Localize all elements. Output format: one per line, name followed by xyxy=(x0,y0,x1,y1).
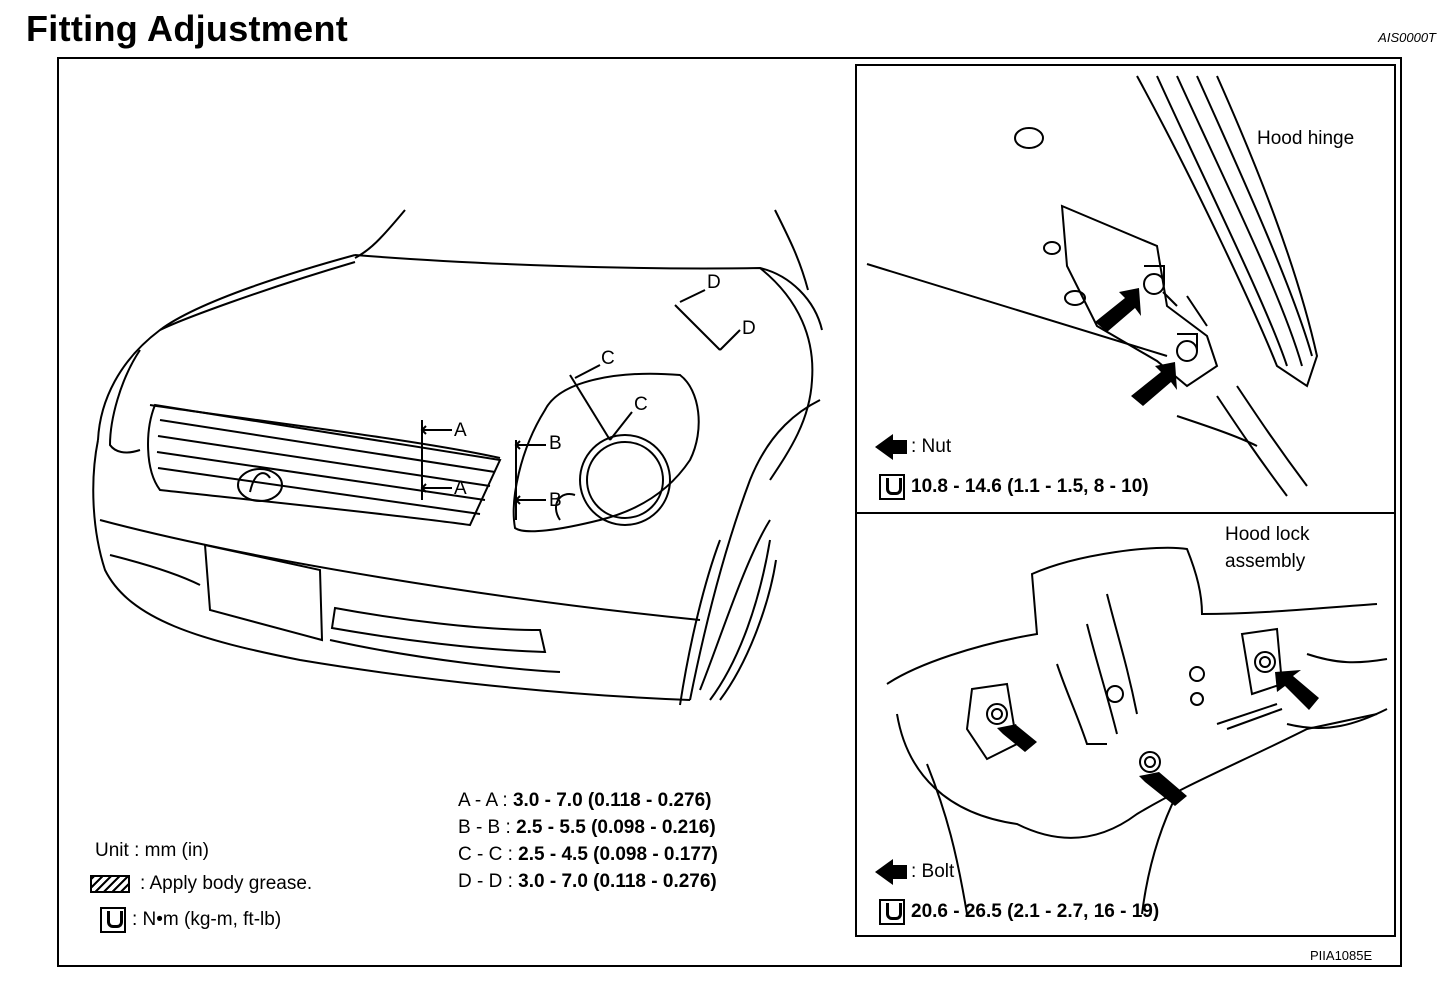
torque-wrench-icon xyxy=(100,907,126,933)
nut-arrow-upper xyxy=(1095,288,1177,406)
callout-c-upper: C xyxy=(601,348,615,369)
spec-row-a: A - A : 3.0 - 7.0 (0.118 - 0.276) xyxy=(458,790,712,811)
torque-wrench-icon xyxy=(879,899,905,925)
lock-torque: 20.6 - 26.5 (2.1 - 2.7, 16 - 19) xyxy=(879,899,1159,925)
callout-b-lower: B xyxy=(549,490,562,511)
callout-d-upper: D xyxy=(707,272,721,293)
hood-hinge-panel: Hood hinge : Nut 10.8 - 14.6 (1.1 - 1.5,… xyxy=(855,64,1396,514)
spec-row-d: D - D : 3.0 - 7.0 (0.118 - 0.276) xyxy=(458,871,717,892)
spec-row-c: C - C : 2.5 - 4.5 (0.098 - 0.177) xyxy=(458,844,718,865)
bolt-arrows xyxy=(997,670,1319,806)
bolt-legend: : Bolt xyxy=(875,859,954,885)
car-front-illustration xyxy=(92,209,823,706)
grease-legend: : Apply body grease. xyxy=(90,873,312,895)
figure-frame xyxy=(57,57,1402,967)
callout-d-lower: D xyxy=(742,318,756,339)
callout-a-lower: A xyxy=(454,478,467,499)
arrow-left-icon xyxy=(875,434,893,460)
torque-unit-legend: : N•m (kg-m, ft-lb) xyxy=(100,907,281,933)
page-title: Fitting Adjustment xyxy=(26,8,349,49)
figure-code: PIIA1085E xyxy=(1310,948,1373,963)
callout-b-upper: B xyxy=(549,433,562,454)
torque-wrench-icon xyxy=(879,474,905,500)
hinge-torque: 10.8 - 14.6 (1.1 - 1.5, 8 - 10) xyxy=(879,474,1149,500)
hood-hinge-illustration xyxy=(866,75,1319,497)
hood-lock-panel: Hood lock assembly : Bolt 20.6 - 26.5 (2… xyxy=(855,512,1396,937)
arrow-left-icon xyxy=(875,859,893,885)
hood-hinge-label: Hood hinge xyxy=(1257,128,1355,149)
section-ref-code: AIS0000T xyxy=(1378,30,1436,45)
callout-c-lower: C xyxy=(634,394,648,415)
unit-legend: Unit : mm (in) xyxy=(95,840,209,861)
hood-lock-label-line1: Hood lock xyxy=(1225,524,1310,545)
spec-row-b: B - B : 2.5 - 5.5 (0.098 - 0.216) xyxy=(458,817,716,838)
callout-a-upper: A xyxy=(454,420,467,441)
grease-icon xyxy=(90,874,130,893)
hood-lock-label-line2: assembly xyxy=(1225,551,1306,572)
nut-legend: : Nut xyxy=(875,434,951,460)
hood-lock-illustration xyxy=(886,546,1388,915)
